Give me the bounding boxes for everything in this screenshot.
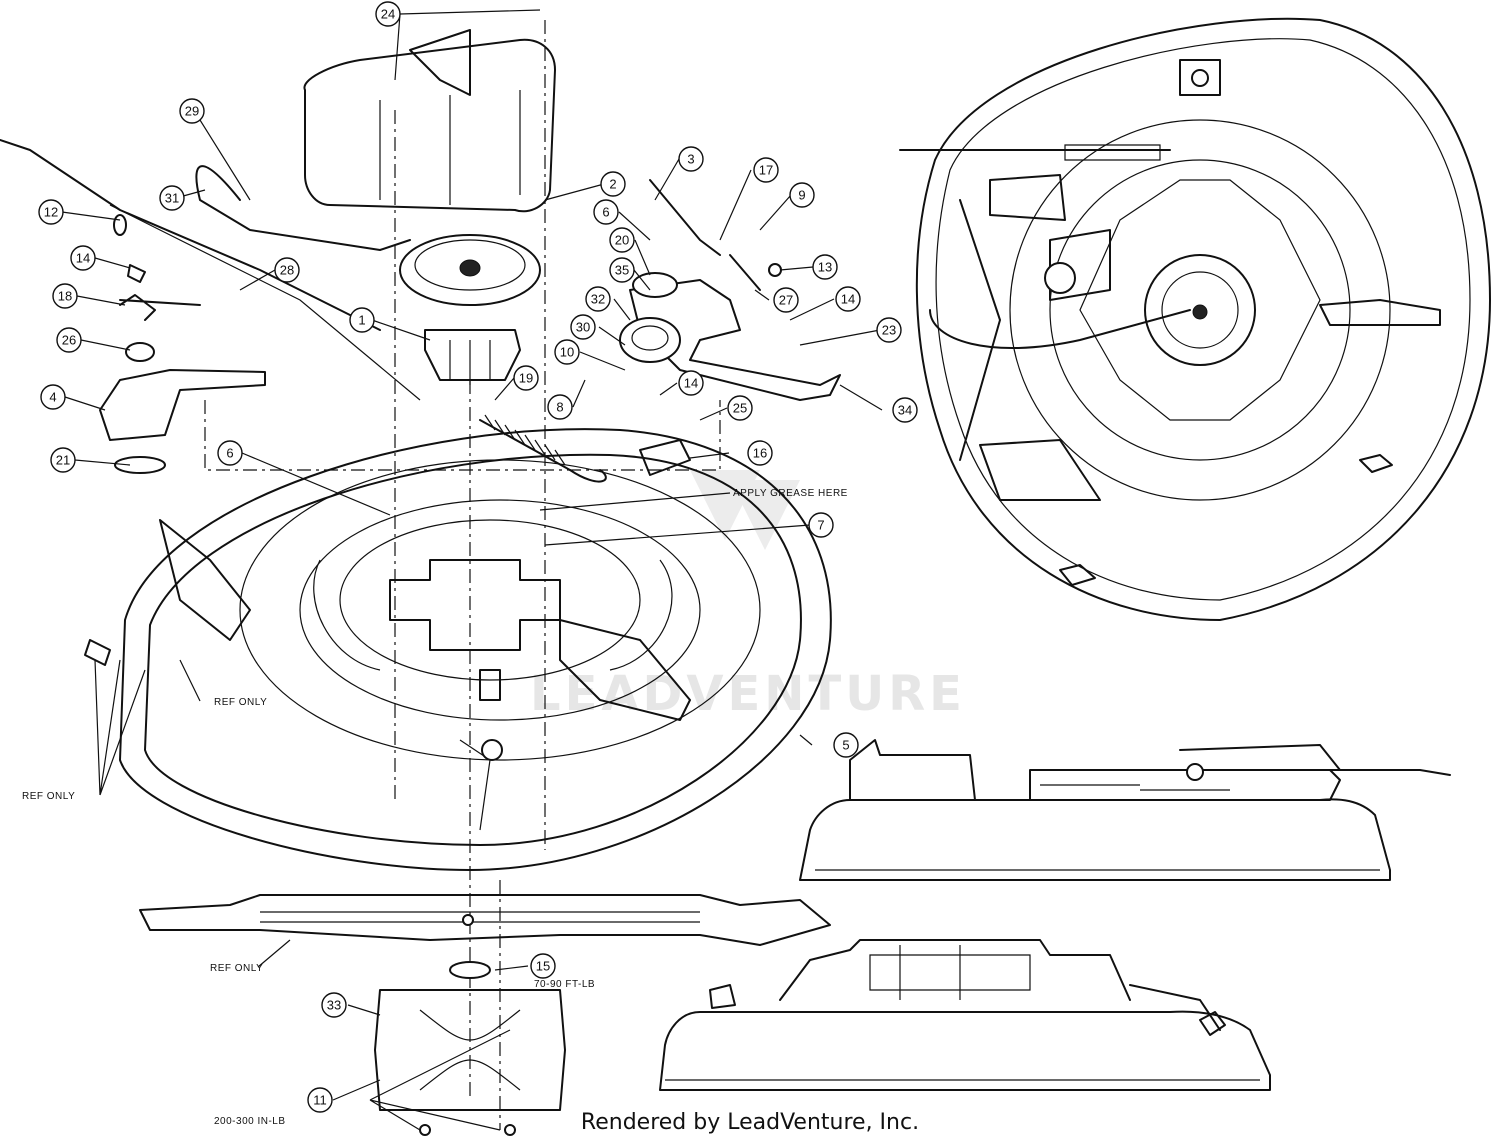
deck-side-view-1 <box>799 739 1451 881</box>
callout-34: 34 <box>892 397 918 423</box>
svg-text:35: 35 <box>615 263 629 278</box>
callout-23: 23 <box>876 317 902 343</box>
callout-7: 7 <box>808 512 834 538</box>
svg-text:6: 6 <box>226 446 233 461</box>
footer-credit: Rendered by LeadVenture, Inc. <box>580 1110 920 1135</box>
blade <box>139 894 831 946</box>
blade-adapter <box>374 961 566 1136</box>
callout-25: 25 <box>727 395 753 421</box>
svg-text:11: 11 <box>313 1093 327 1108</box>
callout-30: 30 <box>570 314 596 340</box>
svg-text:9: 9 <box>798 188 805 203</box>
svg-text:13: 13 <box>818 260 832 275</box>
callout-8: 8 <box>547 394 573 420</box>
svg-text:21: 21 <box>56 453 70 468</box>
spindle-pulley <box>399 234 541 385</box>
torque-note-bolts: 200-300 IN-LB <box>214 1116 286 1127</box>
leader-lines <box>61 9 883 1131</box>
callout-3: 3 <box>678 146 704 172</box>
callout-4: 4 <box>40 384 66 410</box>
callout-26: 26 <box>56 327 82 353</box>
svg-text:31: 31 <box>165 191 179 206</box>
callout-2: 2 <box>600 171 626 197</box>
svg-text:2: 2 <box>609 177 616 192</box>
callout-14-right: 14 <box>835 286 861 312</box>
svg-text:1: 1 <box>358 313 365 328</box>
callout-18: 18 <box>52 283 78 309</box>
callout-35: 35 <box>609 257 635 283</box>
callout-10: 10 <box>554 339 580 365</box>
callout-33: 33 <box>321 992 347 1018</box>
watermark-text: LEADVENTURE <box>530 666 966 722</box>
callout-6-idler: 6 <box>593 199 619 225</box>
callout-28: 28 <box>274 257 300 283</box>
mower-deck-main <box>84 428 832 871</box>
svg-text:33: 33 <box>327 998 341 1013</box>
svg-text:20: 20 <box>615 233 629 248</box>
dashed-alignment-lines <box>204 20 721 1130</box>
svg-text:25: 25 <box>733 401 747 416</box>
watermark: LEADVENTURE <box>530 470 966 722</box>
torque-note-nut: 70-90 FT-LB <box>534 979 595 990</box>
svg-text:32: 32 <box>591 292 605 307</box>
callout-6-deck: 6 <box>217 440 243 466</box>
callout-5: 5 <box>833 732 859 758</box>
apply-grease-note: APPLY GREASE HERE <box>733 488 848 499</box>
svg-text:14: 14 <box>841 292 855 307</box>
svg-text:4: 4 <box>49 390 56 405</box>
svg-text:17: 17 <box>759 163 773 178</box>
callout-24: 24 <box>375 1 401 27</box>
callout-27: 27 <box>773 287 799 313</box>
ref-only-note-deck: REF ONLY <box>214 697 267 708</box>
svg-text:30: 30 <box>576 320 590 335</box>
callout-14: 14 <box>70 245 96 271</box>
svg-text:7: 7 <box>817 518 824 533</box>
svg-text:10: 10 <box>560 345 574 360</box>
callout-19: 19 <box>513 365 539 391</box>
callout-21: 21 <box>50 447 76 473</box>
svg-text:15: 15 <box>536 959 550 974</box>
spring-assembly <box>479 414 691 483</box>
callout-13: 13 <box>812 254 838 280</box>
callout-1: 1 <box>349 307 375 333</box>
svg-text:18: 18 <box>58 289 72 304</box>
callout-15: 15 <box>530 953 556 979</box>
belt-cover <box>303 29 556 213</box>
svg-text:28: 28 <box>280 263 294 278</box>
svg-text:14: 14 <box>684 376 698 391</box>
callout-17: 17 <box>753 157 779 183</box>
deck-side-view-2 <box>659 939 1271 1091</box>
svg-text:6: 6 <box>602 205 609 220</box>
svg-text:14: 14 <box>76 251 90 266</box>
callout-29: 29 <box>179 98 205 124</box>
callout-12: 12 <box>38 199 64 225</box>
cable-bracket <box>0 139 421 401</box>
svg-text:16: 16 <box>753 446 767 461</box>
svg-text:8: 8 <box>556 400 563 415</box>
callout-14-lower: 14 <box>678 370 704 396</box>
svg-text:34: 34 <box>898 403 912 418</box>
deck-top-view <box>899 17 1491 621</box>
svg-text:19: 19 <box>519 371 533 386</box>
callout-32: 32 <box>585 286 611 312</box>
svg-text:27: 27 <box>779 293 793 308</box>
ref-only-note-blade: REF ONLY <box>210 963 263 974</box>
callout-20: 20 <box>609 227 635 253</box>
svg-text:12: 12 <box>44 205 58 220</box>
svg-text:24: 24 <box>381 7 395 22</box>
callout-16: 16 <box>747 440 773 466</box>
svg-text:29: 29 <box>185 104 199 119</box>
svg-text:23: 23 <box>882 323 896 338</box>
callout-31: 31 <box>159 185 185 211</box>
ref-only-note-left: REF ONLY <box>22 791 75 802</box>
left-hardware <box>99 214 266 474</box>
callout-9: 9 <box>789 182 815 208</box>
svg-text:5: 5 <box>842 738 849 753</box>
idler-bracket <box>619 179 841 401</box>
svg-text:3: 3 <box>687 152 694 167</box>
callout-11: 11 <box>307 1087 333 1113</box>
svg-text:26: 26 <box>62 333 76 348</box>
